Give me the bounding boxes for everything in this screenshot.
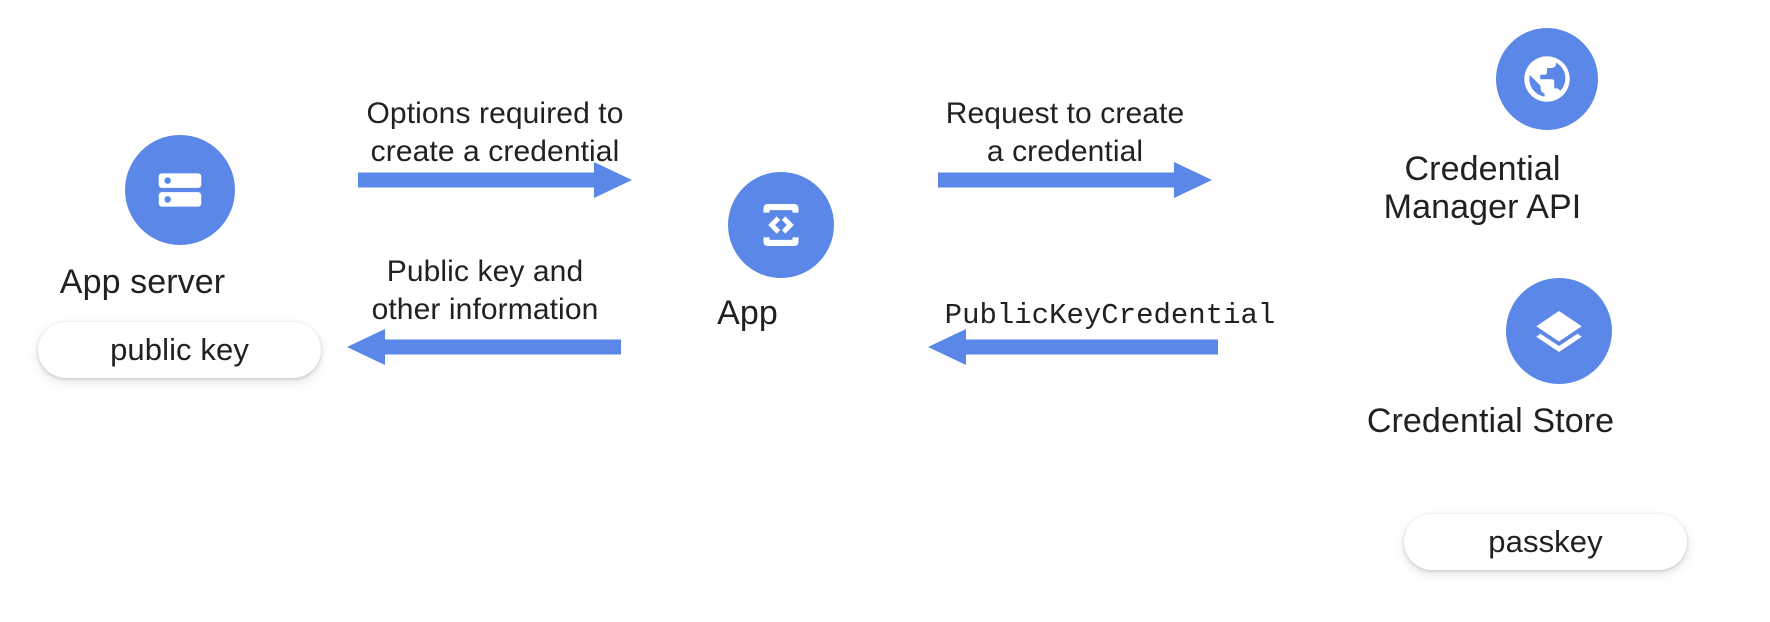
node-app-server-label: App server (59, 263, 226, 301)
globe-icon (1524, 56, 1570, 102)
pill-passkey-label: passkey (1488, 524, 1603, 559)
node-credential-store: Credential Store (1367, 278, 1614, 440)
server-icon (158, 173, 202, 207)
edge-label-public-key-credential: PublicKeyCredential (944, 299, 1276, 332)
node-app-server: App server (60, 135, 255, 301)
credential-manager-api-circle (1496, 28, 1598, 130)
arrow-options-required (358, 158, 632, 202)
app-circle (728, 172, 834, 278)
edge-label-public-key-and-other-information: Public key and other information (371, 255, 599, 327)
pill-public-key: public key (38, 322, 321, 378)
pill-passkey: passkey (1404, 514, 1687, 570)
edge-label-options-required: Options required to create a credential (366, 97, 624, 169)
app-code-phone-icon (763, 204, 799, 246)
app-server-circle (125, 135, 235, 245)
arrow-public-key-and-other-information (343, 325, 621, 369)
node-credential-store-label: Credential Store (1366, 402, 1615, 440)
arrow-public-key-credential (920, 325, 1218, 369)
node-app-label: App (717, 294, 778, 332)
pill-public-key-label: public key (110, 332, 249, 367)
edge-label-request-to-create: Request to create a credential (945, 97, 1185, 169)
node-credential-manager-api-label: Credential Manager API (1383, 150, 1582, 227)
node-app: App (717, 172, 834, 332)
arrow-request-to-create (938, 158, 1212, 202)
layers-icon (1536, 311, 1582, 352)
node-credential-manager-api: Credential Manager API (1384, 28, 1598, 226)
credential-store-circle (1506, 278, 1612, 384)
